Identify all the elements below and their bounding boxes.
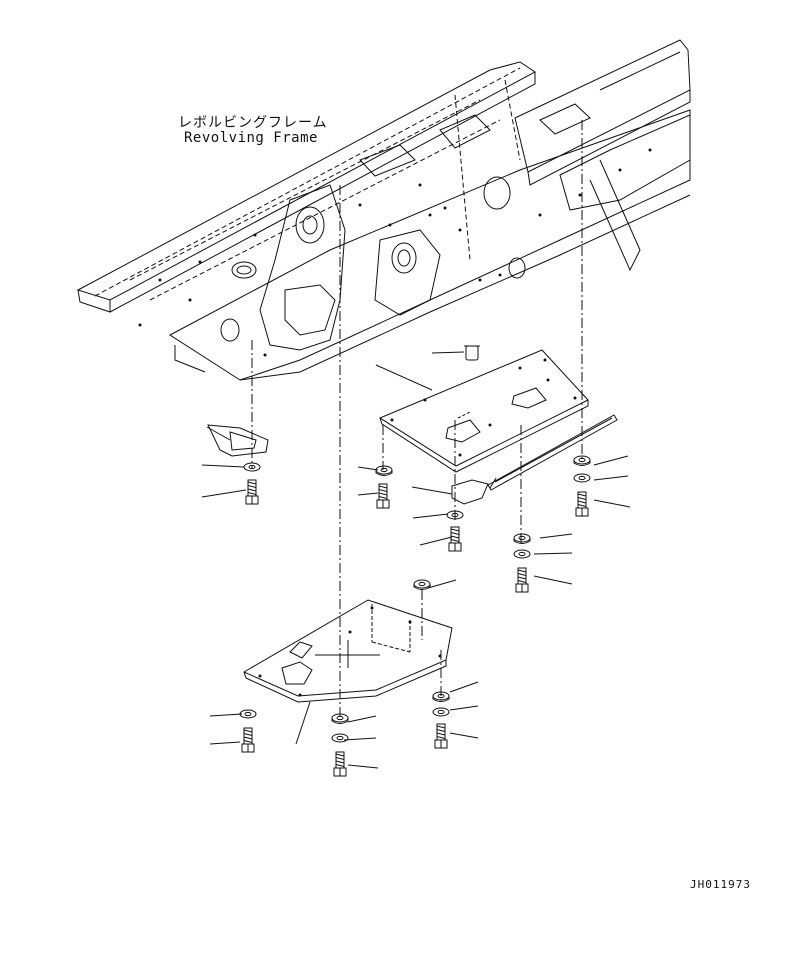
lower-under-cover [244, 600, 452, 702]
washer [376, 466, 392, 476]
washer [514, 550, 530, 558]
washer [447, 511, 463, 519]
pin [464, 346, 480, 360]
upper-cover-plate [380, 350, 588, 472]
frame-label-english: Revolving Frame [184, 130, 318, 146]
revolving-frame [78, 40, 690, 380]
bolt [516, 568, 528, 592]
drawing-number: JH011973 [690, 878, 751, 891]
washer [574, 474, 590, 482]
bolt [334, 752, 346, 776]
bolt [576, 492, 588, 516]
leader-lines [202, 352, 630, 768]
bolt [246, 480, 258, 504]
washer [332, 714, 348, 724]
bolt [377, 484, 389, 508]
small-cover-center [452, 480, 488, 504]
washer [514, 534, 530, 544]
washer [332, 734, 348, 742]
washer [240, 710, 256, 718]
washer [433, 692, 449, 702]
bolt [242, 728, 254, 752]
washer [414, 580, 430, 590]
small-cover-left [208, 425, 268, 456]
washer [433, 708, 449, 716]
bolt [435, 724, 447, 748]
frame-label-japanese: レボルビングフレーム [178, 115, 328, 131]
bolt [449, 527, 461, 551]
washer [574, 456, 590, 466]
seal-strip [488, 415, 617, 490]
